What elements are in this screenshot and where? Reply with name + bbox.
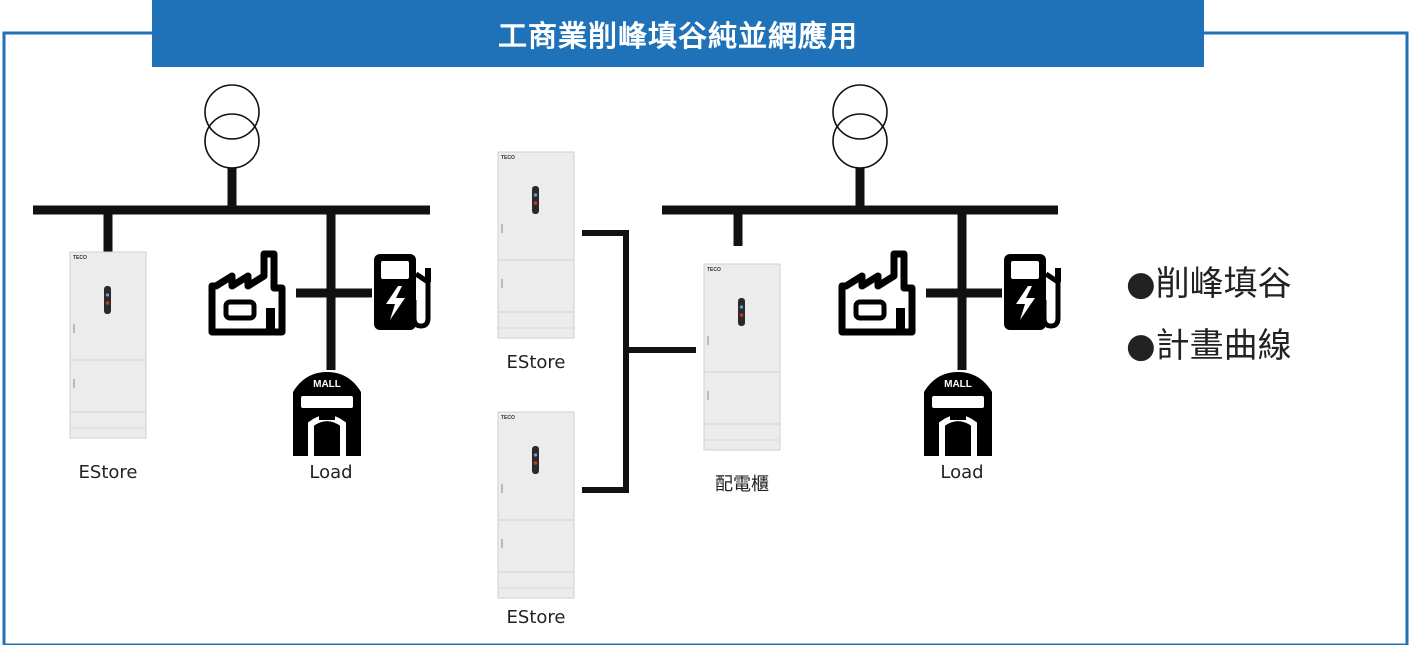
left-transformer-upper — [204, 84, 260, 140]
left-network: TECO MALL — [33, 84, 431, 456]
left-ev-charger-icon — [374, 254, 431, 330]
distribution-cabinet — [703, 263, 781, 451]
bottom-estore-label: EStore — [506, 607, 566, 628]
left-estore-cabinet — [69, 251, 147, 439]
top-estore-label: EStore — [506, 352, 566, 373]
cabinet-label: 配電櫃 — [715, 474, 769, 495]
left-mall-sign: MALL — [313, 379, 341, 390]
bottom-estore-cabinet — [497, 411, 575, 599]
right-transformer-lower — [832, 113, 888, 169]
middle-estores: TECO TECO — [497, 151, 696, 599]
right-load-label: Load — [940, 462, 984, 483]
right-ev-charger-icon — [1004, 254, 1061, 330]
left-cabinet-brand: TECO — [73, 255, 87, 261]
bottom-cabinet-brand: TECO — [501, 415, 515, 421]
feature-item-peak-shaving: ●削峰填谷 — [1126, 264, 1292, 304]
diagram-title: 工商業削峰填谷純並網應用 — [497, 18, 858, 53]
left-load-label: Load — [309, 462, 353, 483]
title-banner: 工商業削峰填谷純並網應用 — [152, 0, 1204, 67]
right-transformer-upper — [832, 84, 888, 140]
feature-item-schedule-curve: ●計畫曲線 — [1126, 326, 1292, 366]
right-mall-sign: MALL — [944, 379, 972, 390]
left-factory-icon — [212, 254, 282, 332]
left-estore-label: EStore — [78, 462, 138, 483]
right-network: TECO MALL — [662, 84, 1061, 456]
right-factory-icon — [842, 254, 912, 332]
feature-list: ●削峰填谷 ●計畫曲線 — [1126, 253, 1292, 377]
top-cabinet-brand: TECO — [501, 155, 515, 161]
top-estore-cabinet — [497, 151, 575, 339]
estore-combiner-line — [582, 230, 629, 493]
left-transformer-lower — [204, 113, 260, 169]
distribution-cabinet-brand: TECO — [707, 267, 721, 273]
